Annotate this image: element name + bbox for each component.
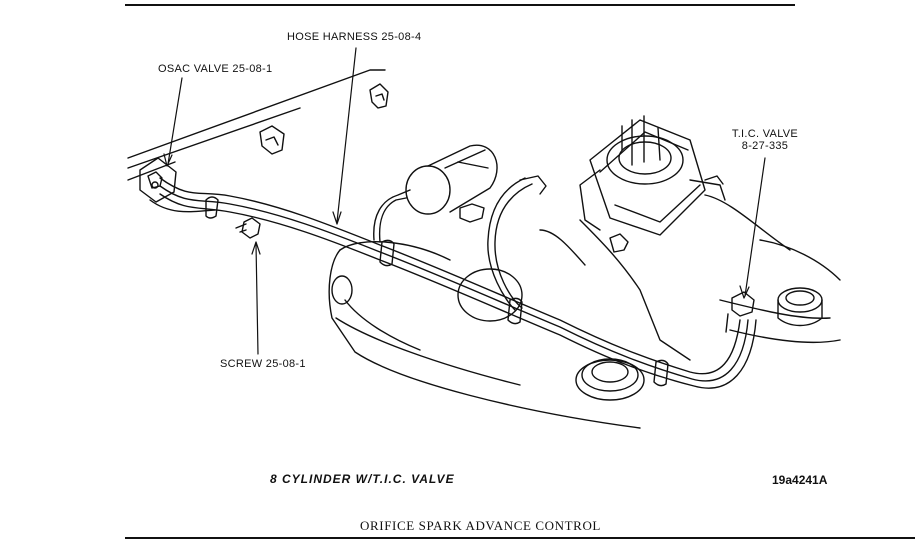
- osac-valve: [139, 157, 177, 203]
- leader-tic: [744, 157, 766, 297]
- leader-osac: [167, 77, 183, 165]
- valve-cover-left: [328, 241, 641, 429]
- intake-manifold: [539, 194, 841, 361]
- leader-hose-arrow: [332, 211, 342, 225]
- bottom-rule: [125, 537, 915, 539]
- figure-number-text: 19a4241: [772, 473, 819, 487]
- label-tic-valve-ref: 8-27-335: [741, 140, 789, 152]
- page-title: ORIFICE SPARK ADVANCE CONTROL: [360, 518, 601, 533]
- hose-harness: [149, 177, 757, 389]
- fender-clip: [369, 83, 389, 109]
- label-screw: SCREW 25-08-1: [220, 358, 306, 370]
- leader-tic-arrow: [739, 285, 750, 299]
- carburetor: [579, 115, 726, 236]
- figure-number: 19a4241A: [772, 473, 827, 487]
- harness-clamp-4: [653, 359, 669, 387]
- label-tic-valve: T.I.C. VALVE 8-27-335: [720, 128, 810, 152]
- oil-filler-cap: [575, 358, 645, 401]
- harness-clamp-1: [205, 196, 219, 219]
- mounting-nut: [459, 203, 485, 223]
- top-rule: [125, 4, 795, 6]
- harness-clamp-2: [379, 239, 395, 267]
- label-hose-harness: HOSE HARNESS 25-08-4: [287, 31, 422, 43]
- fender-outline: [127, 69, 386, 159]
- vacuum-canister: [373, 144, 498, 243]
- leader-screw: [255, 243, 259, 355]
- vacuum-line: [457, 175, 547, 322]
- screw: [235, 217, 261, 239]
- figure-number-suffix: A: [818, 473, 828, 487]
- harness-clamp-3: [507, 297, 523, 325]
- fender-clip-2: [259, 125, 285, 155]
- figure-caption: 8 CYLINDER W/T.I.C. VALVE: [270, 472, 455, 486]
- tic-valve: [725, 291, 755, 333]
- label-tic-valve-name: T.I.C. VALVE: [731, 128, 799, 140]
- leader-hose-harness: [336, 47, 357, 223]
- breather-cap: [777, 287, 823, 327]
- leader-screw-arrow: [251, 241, 261, 255]
- leader-osac-arrow: [163, 153, 173, 167]
- label-osac-valve: OSAC VALVE 25-08-1: [158, 63, 273, 75]
